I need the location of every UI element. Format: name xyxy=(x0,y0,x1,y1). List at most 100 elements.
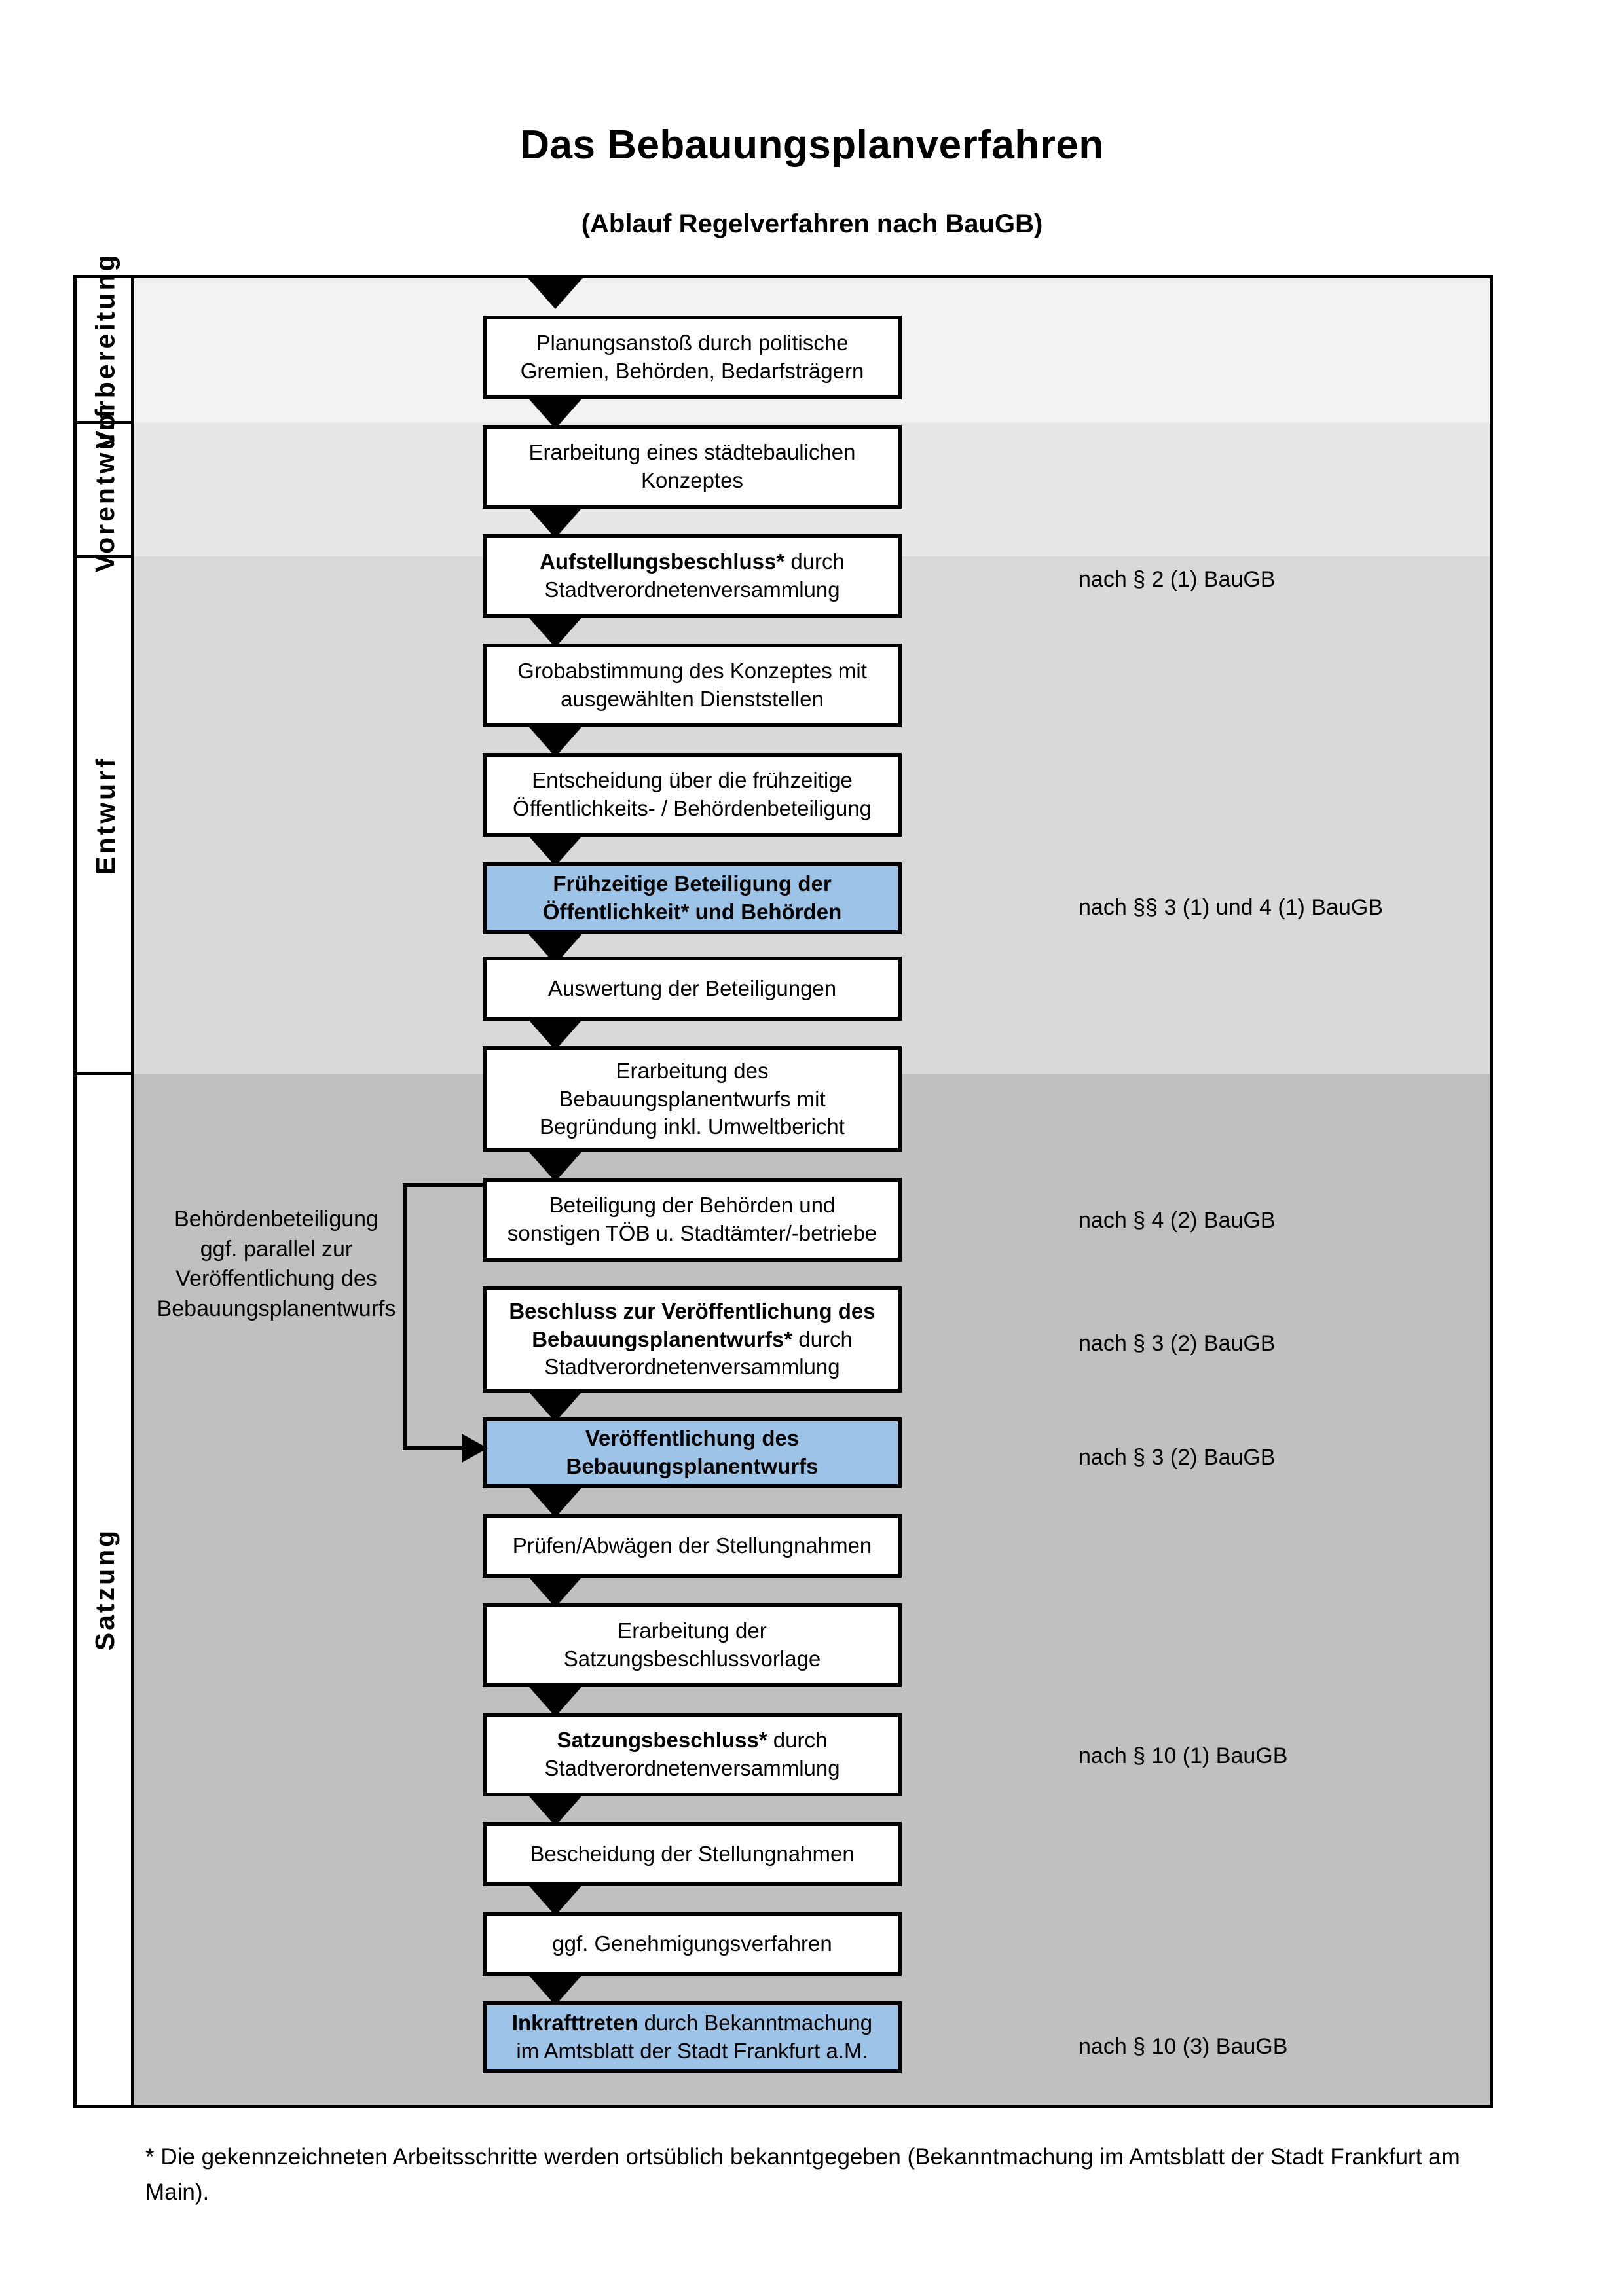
flow-arrow xyxy=(525,1882,585,1916)
step-line: Erarbeitung des xyxy=(616,1058,769,1083)
flow-arrow xyxy=(525,1971,585,2005)
phase-label-vorbereitung: Vorbereitung xyxy=(77,252,134,448)
flowchart-frame: Vorbereitung Vorentwurf Entwurf Satzung … xyxy=(73,252,1493,2108)
rail-divider xyxy=(77,1072,134,1075)
step-planungsanstoss: Planungsanstoß durch politische Gremien,… xyxy=(483,316,902,399)
flow-arrow xyxy=(525,395,585,429)
note-line: ggf. parallel zur xyxy=(200,1236,353,1262)
phase-label-vorentwurf: Vorentwurf xyxy=(77,407,134,572)
step-line: Prüfen/Abwägen der Stellungnahmen xyxy=(512,1533,872,1558)
step-bold: Beschluss zur Veröffentlichung des Bebau… xyxy=(509,1298,876,1351)
step-line: Satzungsbeschluss* durch xyxy=(493,1726,891,1755)
legal-ref-para3-2-b: nach § 3 (2) BauGB xyxy=(1079,1445,1276,1470)
connector-vertical-segment xyxy=(403,1183,407,1450)
step-satzungsbeschlussvorlage: Erarbeitung der Satzungsbeschlussvorlage xyxy=(483,1603,902,1687)
step-bescheidung: Bescheidung der Stellungnahmen xyxy=(483,1822,902,1886)
phase-label-rail: Vorbereitung Vorentwurf Entwurf Satzung xyxy=(77,252,134,2105)
step-rest: durch xyxy=(792,1326,853,1351)
flow-arrow xyxy=(525,613,585,647)
connector-bottom-segment xyxy=(403,1446,466,1450)
step-line: Öffentlichkeits- / Behördenbeteiligung xyxy=(513,796,872,820)
step-line: Beschluss zur Veröffentlichung des Bebau… xyxy=(493,1298,891,1354)
step-line: Beteiligung der Behörden und xyxy=(549,1193,836,1218)
step-line: Gremien, Behörden, Bedarfsträgern xyxy=(520,359,864,383)
step-line: ausgewählten Dienststellen xyxy=(561,687,824,711)
footnote: * Die gekennzeichneten Arbeitsschritte w… xyxy=(145,2144,1460,2206)
step-grobabstimmung: Grobabstimmung des Konzeptes mit ausgewä… xyxy=(483,644,902,727)
step-line: Auswertung der Beteiligungen xyxy=(547,975,837,1000)
step-bold: Frühzeitige Beteiligung der Öffentlichke… xyxy=(542,871,842,924)
step-konzept: Erarbeitung eines städtebaulichen Konzep… xyxy=(483,425,902,509)
step-inkrafttreten: Inkrafttreten durch Bekanntmachung im Am… xyxy=(483,2001,902,2073)
phase-label-text: Satzung xyxy=(90,1527,120,1651)
step-genehmigungsverfahren: ggf. Genehmigungsverfahren xyxy=(483,1912,902,1976)
flow-arrow xyxy=(525,832,585,866)
step-line: Bebauungsplanentwurfs mit xyxy=(559,1086,826,1111)
page-subtitle: (Ablauf Regelverfahren nach BauGB) xyxy=(581,210,1043,238)
flow-arrow xyxy=(525,1484,585,1518)
flow-arrow xyxy=(525,1683,585,1717)
flow-arrow xyxy=(525,1792,585,1826)
flow-arrow xyxy=(525,1573,585,1607)
step-line: Bescheidung der Stellungnahmen xyxy=(530,1841,855,1866)
step-satzungsbeschluss: Satzungsbeschluss* durch Stadtverordnete… xyxy=(483,1713,902,1796)
step-line: Erarbeitung eines städtebaulichen xyxy=(528,440,856,465)
step-line: Stadtverordnetenversammlung xyxy=(544,1756,840,1780)
step-line: im Amtsblatt der Stadt Frankfurt a.M. xyxy=(516,2039,868,2063)
step-bold: Satzungsbeschluss* xyxy=(557,1728,767,1753)
step-line: Erarbeitung der xyxy=(618,1618,767,1643)
phase-label-entwurf: Entwurf xyxy=(77,556,134,1074)
legal-ref-para3-1-para4-1: nach §§ 3 (1) und 4 (1) BauGB xyxy=(1079,895,1383,920)
step-bold: Inkrafttreten xyxy=(511,2011,638,2035)
step-beschluss-veroeffentlichung: Beschluss zur Veröffentlichung des Bebau… xyxy=(483,1286,902,1393)
step-line: Grobabstimmung des Konzeptes mit xyxy=(517,659,867,683)
step-fruehzeitige-beteiligung: Frühzeitige Beteiligung der Öffentlichke… xyxy=(483,862,902,934)
step-line: Inkrafttreten durch Bekanntmachung xyxy=(493,2009,891,2037)
legal-ref-para3-2-a: nach § 3 (2) BauGB xyxy=(1079,1331,1276,1356)
step-line: Aufstellungsbeschluss* durch xyxy=(493,548,891,576)
step-aufstellungsbeschluss: Aufstellungsbeschluss* durch Stadtverord… xyxy=(483,534,902,618)
step-pruefen-abwaegen: Prüfen/Abwägen der Stellungnahmen xyxy=(483,1514,902,1578)
step-line: Entscheidung über die frühzeitige xyxy=(532,768,853,793)
step-rest: durch xyxy=(784,549,845,574)
step-erarbeitung-entwurf: Erarbeitung des Bebauungsplanentwurfs mi… xyxy=(483,1046,902,1152)
rail-divider xyxy=(77,421,134,424)
flow-arrow xyxy=(525,1148,585,1182)
step-beteiligung-behoerden: Beteiligung der Behörden und sonstigen T… xyxy=(483,1178,902,1262)
step-line: Satzungsbeschlussvorlage xyxy=(563,1647,821,1671)
note-line: Bebauungsplanentwurfs xyxy=(157,1296,396,1321)
flow-arrow xyxy=(525,1016,585,1050)
legal-ref-para2-1: nach § 2 (1) BauGB xyxy=(1079,567,1276,592)
note-line: Behördenbeteiligung xyxy=(174,1207,378,1231)
flow-arrow xyxy=(525,275,585,309)
step-auswertung: Auswertung der Beteiligungen xyxy=(483,957,902,1021)
behoerdenbeteiligung-note: Behördenbeteiligung ggf. parallel zur Ve… xyxy=(149,1205,404,1324)
step-rest: durch xyxy=(767,1728,828,1753)
page-title: Das Bebauungsplanverfahren xyxy=(520,122,1104,168)
connector-top-segment xyxy=(403,1183,487,1187)
step-bold: Veröffentlichung des Bebauungsplanentwur… xyxy=(566,1426,819,1478)
flow-arrow xyxy=(525,1388,585,1422)
rail-divider xyxy=(77,555,134,558)
step-line: Konzeptes xyxy=(641,468,743,492)
step-line: ggf. Genehmigungsverfahren xyxy=(552,1931,832,1956)
step-line: Planungsanstoß durch politische xyxy=(536,331,849,355)
phase-label-text: Vorentwurf xyxy=(90,406,120,573)
flow-arrow xyxy=(525,504,585,538)
step-line: Stadtverordnetenversammlung xyxy=(544,577,840,602)
phase-label-text: Entwurf xyxy=(90,756,120,875)
legal-ref-para10-1: nach § 10 (1) BauGB xyxy=(1079,1743,1288,1768)
flow-arrow xyxy=(525,723,585,757)
connector-arrowhead xyxy=(462,1434,488,1463)
step-line: Stadtverordnetenversammlung xyxy=(544,1355,840,1379)
step-line: Begründung inkl. Umweltbericht xyxy=(540,1114,845,1139)
step-bold: Aufstellungsbeschluss* xyxy=(540,549,785,574)
legal-ref-para10-3: nach § 10 (3) BauGB xyxy=(1079,2034,1288,2059)
step-rest: durch Bekanntmachung xyxy=(638,2011,873,2035)
step-line: sonstigen TÖB u. Stadtämter/-betriebe xyxy=(507,1221,877,1245)
step-entscheidung-fruehzeitig: Entscheidung über die frühzeitige Öffent… xyxy=(483,753,902,837)
step-veroeffentlichung: Veröffentlichung des Bebauungsplanentwur… xyxy=(483,1417,902,1488)
legal-ref-para4-2: nach § 4 (2) BauGB xyxy=(1079,1208,1276,1233)
note-line: Veröffentlichung des xyxy=(175,1266,377,1292)
phase-label-satzung: Satzung xyxy=(77,1074,134,2105)
